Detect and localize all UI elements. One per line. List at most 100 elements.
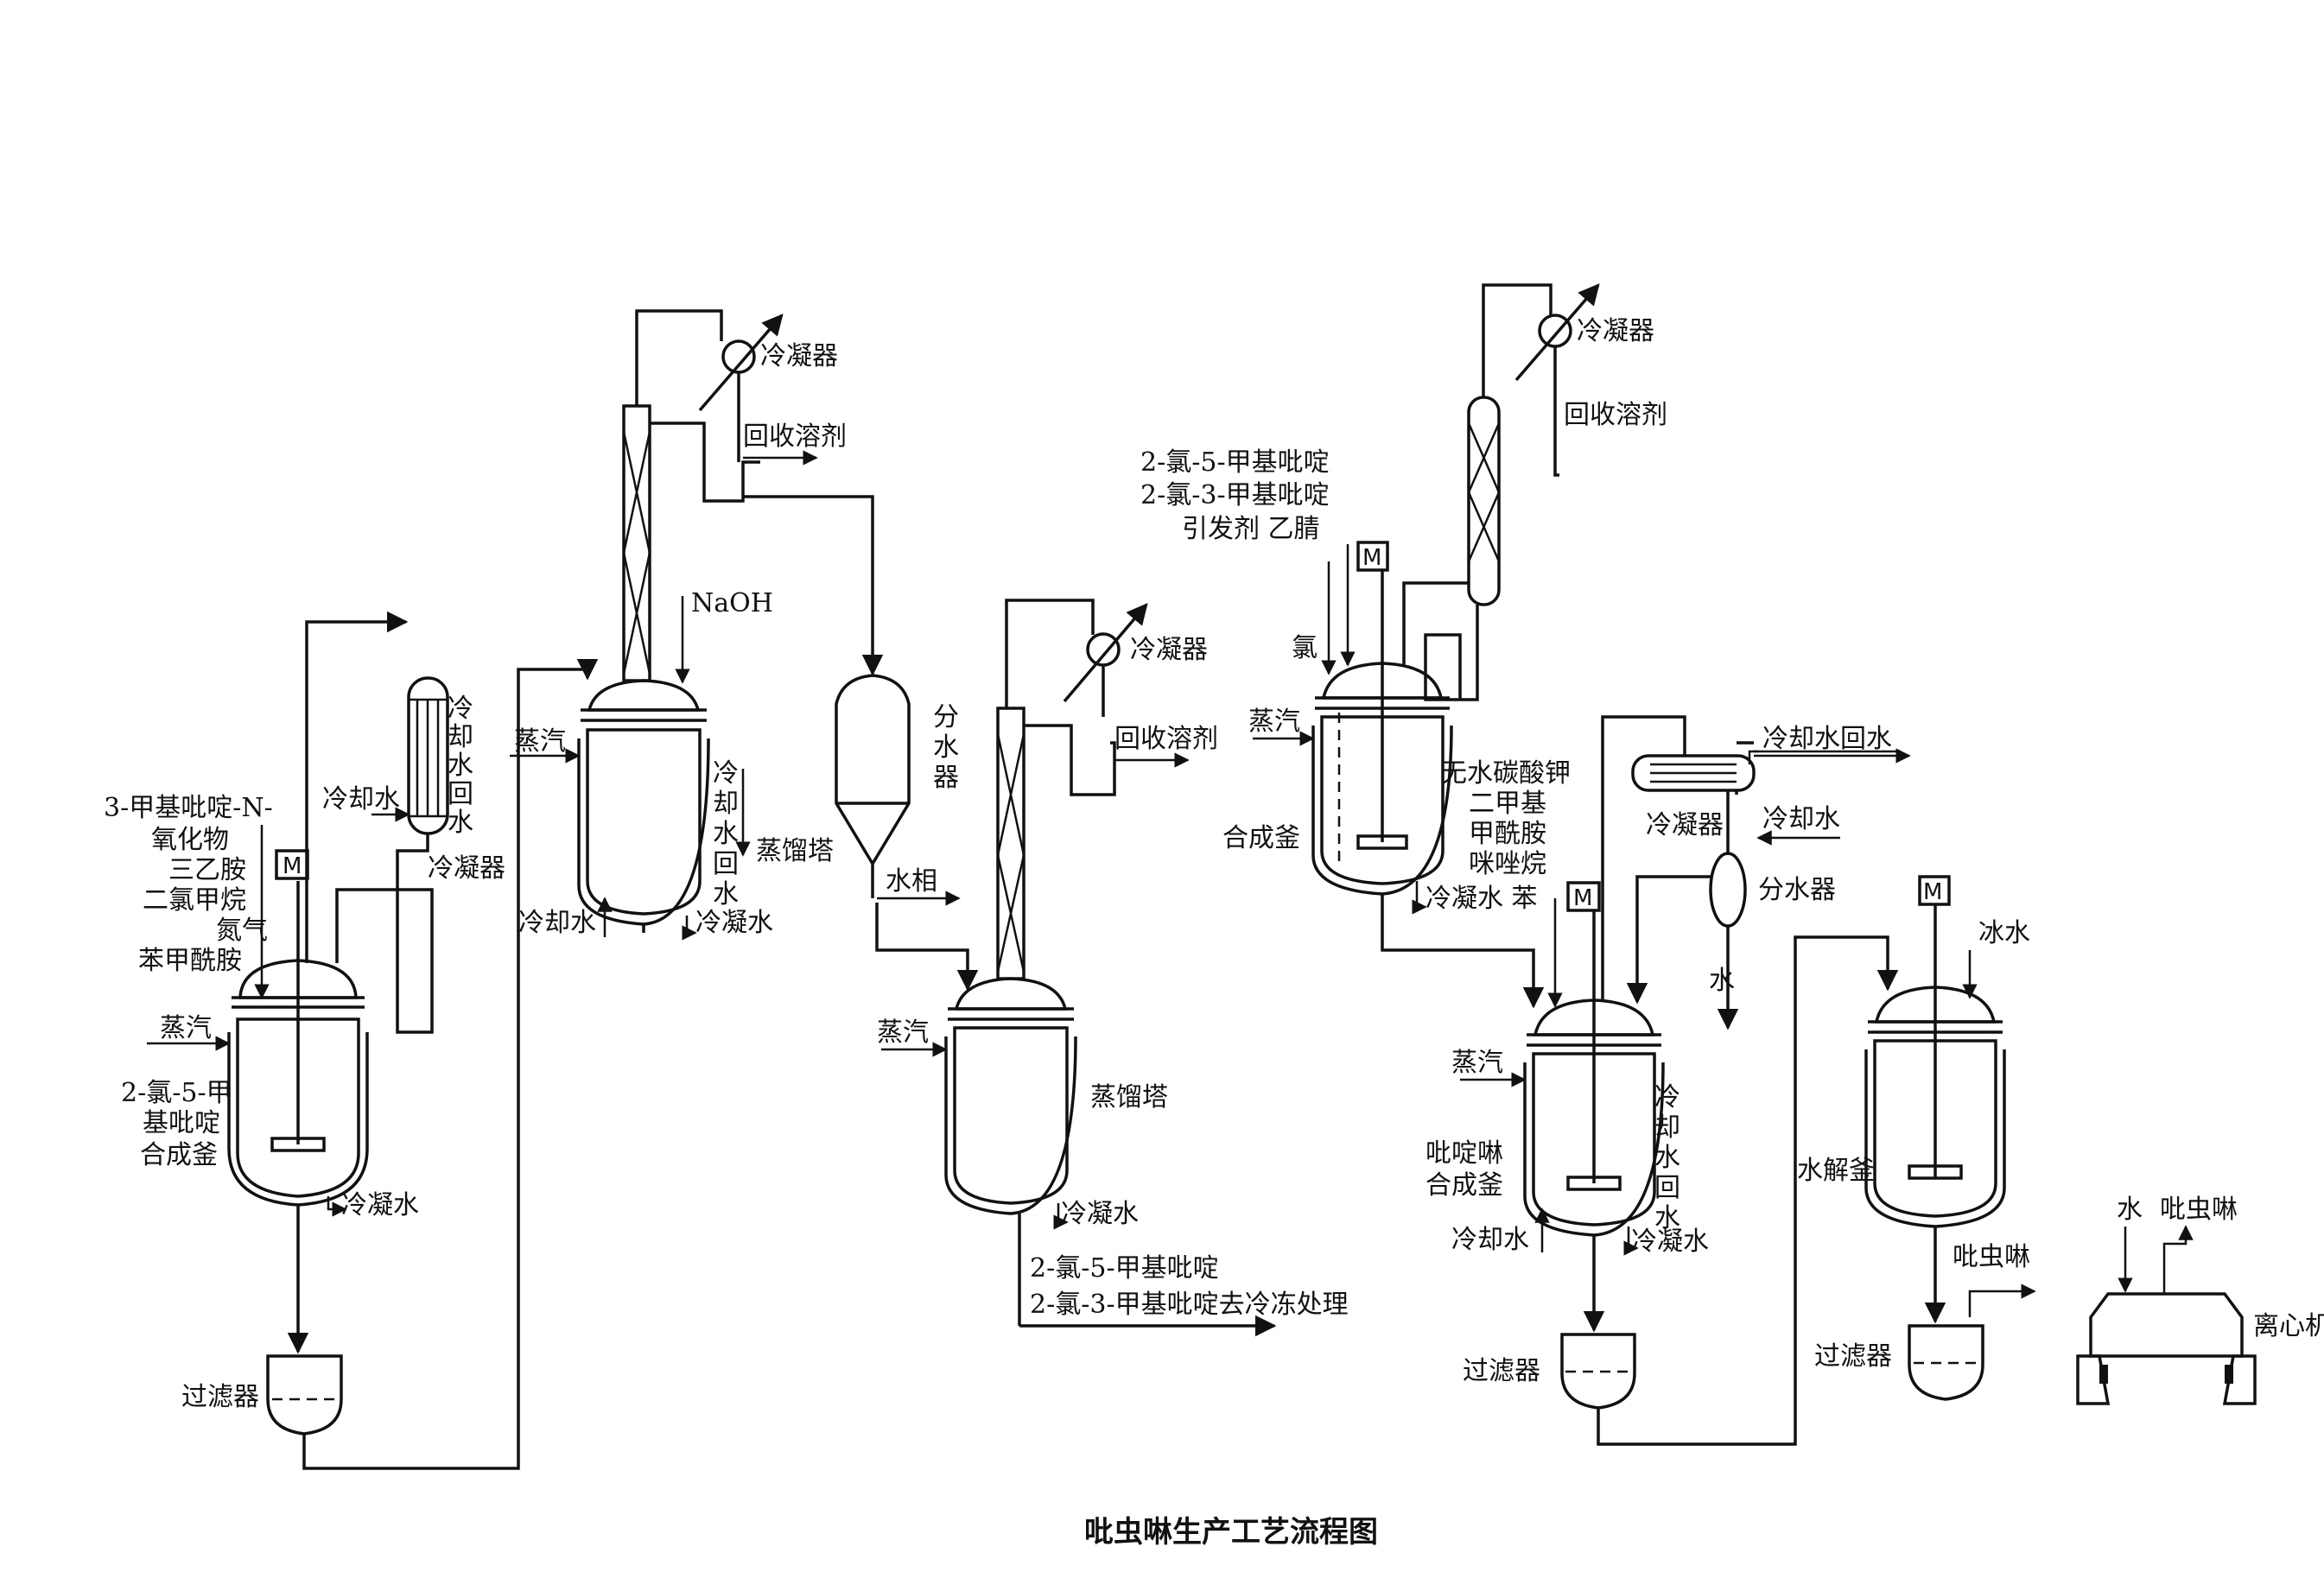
synth-feed-line3: 引发剂 乙腈 [1182, 514, 1320, 544]
naoh-label: NaOH [691, 588, 773, 618]
imid-cooling-water-label: 冷却水 [1451, 1225, 1529, 1255]
column1-tower-label: 蒸馏塔 [756, 836, 834, 866]
imid-motor-icon: M [1573, 885, 1592, 911]
synth-reactor-name: 合成釜 [1222, 823, 1300, 853]
synth-reactor-labels: 2-氯-5-甲基吡啶 2-氯-3-甲基吡啶 引发剂 乙腈 氯 蒸汽 合成釜 无水… [1140, 447, 1571, 915]
column1-cool-return-v1: 冷 [713, 758, 739, 789]
imid-condensate-label: 冷凝水 [1631, 1227, 1709, 1257]
left-reactor-name-2: 基吡啶 [143, 1108, 220, 1138]
separator-to-column2-line [875, 903, 979, 992]
left-reactor-feed-labels: 3-甲基吡啶-N- 氧化物 三乙胺 二氯甲烷 氮气 苯甲酰胺 蒸汽 2-氯-5-… [104, 793, 419, 1220]
left-filter-label: 过滤器 [181, 1382, 259, 1412]
centrifuge-product-label: 吡虫啉 [2160, 1195, 2238, 1225]
water-separator: 分 水 器 水相 [835, 674, 961, 906]
synth-motor-icon: M [1362, 545, 1381, 571]
column1-cooling-water-label: 冷却水 [518, 908, 596, 938]
synth-recover-solvent-label: 回收溶剂 [1564, 400, 1667, 430]
left-cool-return-v5: 水 [448, 808, 473, 838]
column1-cool-return-v5: 水 [713, 879, 739, 910]
cooling-return-label: 冷却水回水 [1762, 724, 1892, 754]
column1-cool-return-v4: 回 [713, 849, 739, 879]
synth-feed-line2: 2-氯-3-甲基吡啶 [1140, 480, 1330, 510]
left-condensate-label: 冷凝水 [341, 1190, 419, 1220]
synth-side-label-4: 咪唑烷 [1469, 849, 1546, 879]
synth-condenser-label: 冷凝器 [1577, 316, 1654, 346]
hydrolysis-name: 水解釜 [1797, 1156, 1875, 1186]
centrifuge-water-label: 水 [2117, 1195, 2143, 1225]
left-cool-return-v1: 冷 [448, 694, 473, 724]
column2-tower-label: 蒸馏塔 [1090, 1082, 1168, 1112]
hydrolysis-product-label: 吡虫啉 [1953, 1242, 2030, 1272]
feed-label-5: 氮气 [216, 916, 268, 946]
column1-cool-return-v3: 水 [713, 819, 739, 849]
imid-cool-return-v2: 却 [1654, 1112, 1680, 1143]
imid-reactor-name-2: 合成釜 [1426, 1170, 1503, 1201]
synth-condensate-benzene-label: 冷凝水 苯 [1426, 884, 1538, 914]
chlorine-label: 氯 [1292, 633, 1318, 663]
hydrolysis-filter: 过滤器 [1814, 1324, 1984, 1401]
feed-label-1: 3-甲基吡啶-N- [104, 793, 273, 823]
column2-recover-solvent-label: 回收溶剂 [1114, 724, 1218, 754]
column2-condensate-label: 冷凝水 [1061, 1199, 1139, 1229]
imid-filter: 过滤器 [1463, 1333, 1636, 1410]
column2-product-line2: 2-氯-3-甲基吡啶去冷冻处理 [1030, 1290, 1349, 1320]
left-condenser-label: 冷凝器 [428, 853, 505, 884]
separator-label-3: 器 [933, 763, 959, 793]
imid-reactor: M [1523, 881, 1665, 1237]
imid-separator-label: 分水器 [1758, 875, 1836, 905]
ice-water-label: 冰水 [1978, 918, 2030, 948]
column1-steam-label: 蒸汽 [514, 726, 566, 757]
water-phase-label: 水相 [886, 866, 937, 897]
hydrolysis-motor-icon: M [1923, 879, 1942, 905]
left-condenser: 冷却水 冷 却 水 回 水 冷凝器 [305, 611, 505, 1034]
centrifuge-name: 离心机 [2253, 1311, 2324, 1341]
imid-cool-return-v4: 回 [1654, 1173, 1680, 1203]
distillation-column-1 [577, 309, 760, 933]
separator-label-2: 水 [933, 732, 959, 763]
feed-label-6: 苯甲酰胺 [138, 946, 242, 976]
synth-side-label-2: 二甲基 [1469, 789, 1546, 819]
feed-label-2: 氧化物 [151, 825, 229, 855]
left-reactor-name-3: 合成釜 [140, 1140, 218, 1170]
column2-condenser: 冷凝器 回收溶剂 [1063, 603, 1218, 768]
imid-reactor-name-1: 吡啶啉 [1426, 1138, 1503, 1169]
imid-condenser-label: 冷凝器 [1646, 810, 1724, 840]
column2-labels: 蒸汽 蒸馏塔 冷凝水 2-氯-5-甲基吡啶 2-氯-3-甲基吡啶去冷冻处理 [877, 1017, 1349, 1337]
left-steam-label: 蒸汽 [160, 1013, 212, 1043]
separator-label-1: 分 [933, 702, 959, 732]
imid-cooling-water-in-label: 冷却水 [1762, 804, 1840, 834]
left-reactor-name-1: 2-氯-5-甲 [121, 1078, 232, 1108]
synth-steam-label: 蒸汽 [1248, 707, 1300, 737]
left-cool-return-v2: 却 [448, 722, 473, 752]
left-cool-return-v3: 水 [448, 751, 473, 781]
feed-label-3: 三乙胺 [168, 855, 246, 885]
motor-icon: M [283, 853, 302, 879]
synth-to-imid-line [1381, 894, 1545, 1009]
diagram-caption: 吡虫啉生产工艺流程图 [1084, 1515, 1378, 1550]
imid-cool-return-v5: 水 [1654, 1203, 1680, 1233]
column2-condenser-label: 冷凝器 [1130, 635, 1208, 665]
filter-to-column1-line [302, 658, 599, 1470]
imid-water-label: 水 [1709, 966, 1735, 996]
synth-side-label-1: 无水碳酸钾 [1441, 758, 1571, 789]
distillation-column-2 [944, 599, 1116, 1215]
imid-cool-return-v3: 水 [1654, 1143, 1680, 1173]
synth-side-label-3: 甲酰胺 [1469, 819, 1546, 849]
hydrolysis-filter-label: 过滤器 [1814, 1341, 1892, 1372]
column2-steam-label: 蒸汽 [877, 1017, 929, 1048]
column1-labels: NaOH 蒸汽 冷 却 水 回 水 蒸馏塔 冷却水 冷凝水 [510, 588, 834, 941]
feed-label-4: 二氯甲烷 [143, 885, 246, 916]
left-cooling-water-label: 冷却水 [322, 784, 400, 815]
column1-condenser: 冷凝器 回收溶剂 [698, 314, 847, 466]
left-filter: 过滤器 [181, 1354, 343, 1436]
column1-cool-return-v2: 却 [713, 789, 739, 819]
synth-reactor: M [1311, 541, 1453, 896]
left-reactor: M [227, 849, 369, 1207]
column1-to-separator-line [743, 495, 884, 676]
imid-reactor-labels: 蒸汽 吡啶啉 合成釜 冷 却 水 回 水 冷却水 冷凝水 [1426, 1048, 1709, 1257]
synth-feed-line1: 2-氯-5-甲基吡啶 [1140, 447, 1330, 478]
column1-condenser-label: 冷凝器 [760, 341, 838, 371]
imid-filter-to-hydrolysis-line [1597, 935, 1899, 1446]
imid-steam-label: 蒸汽 [1451, 1048, 1503, 1078]
column1-condensate-label: 冷凝水 [695, 908, 773, 938]
